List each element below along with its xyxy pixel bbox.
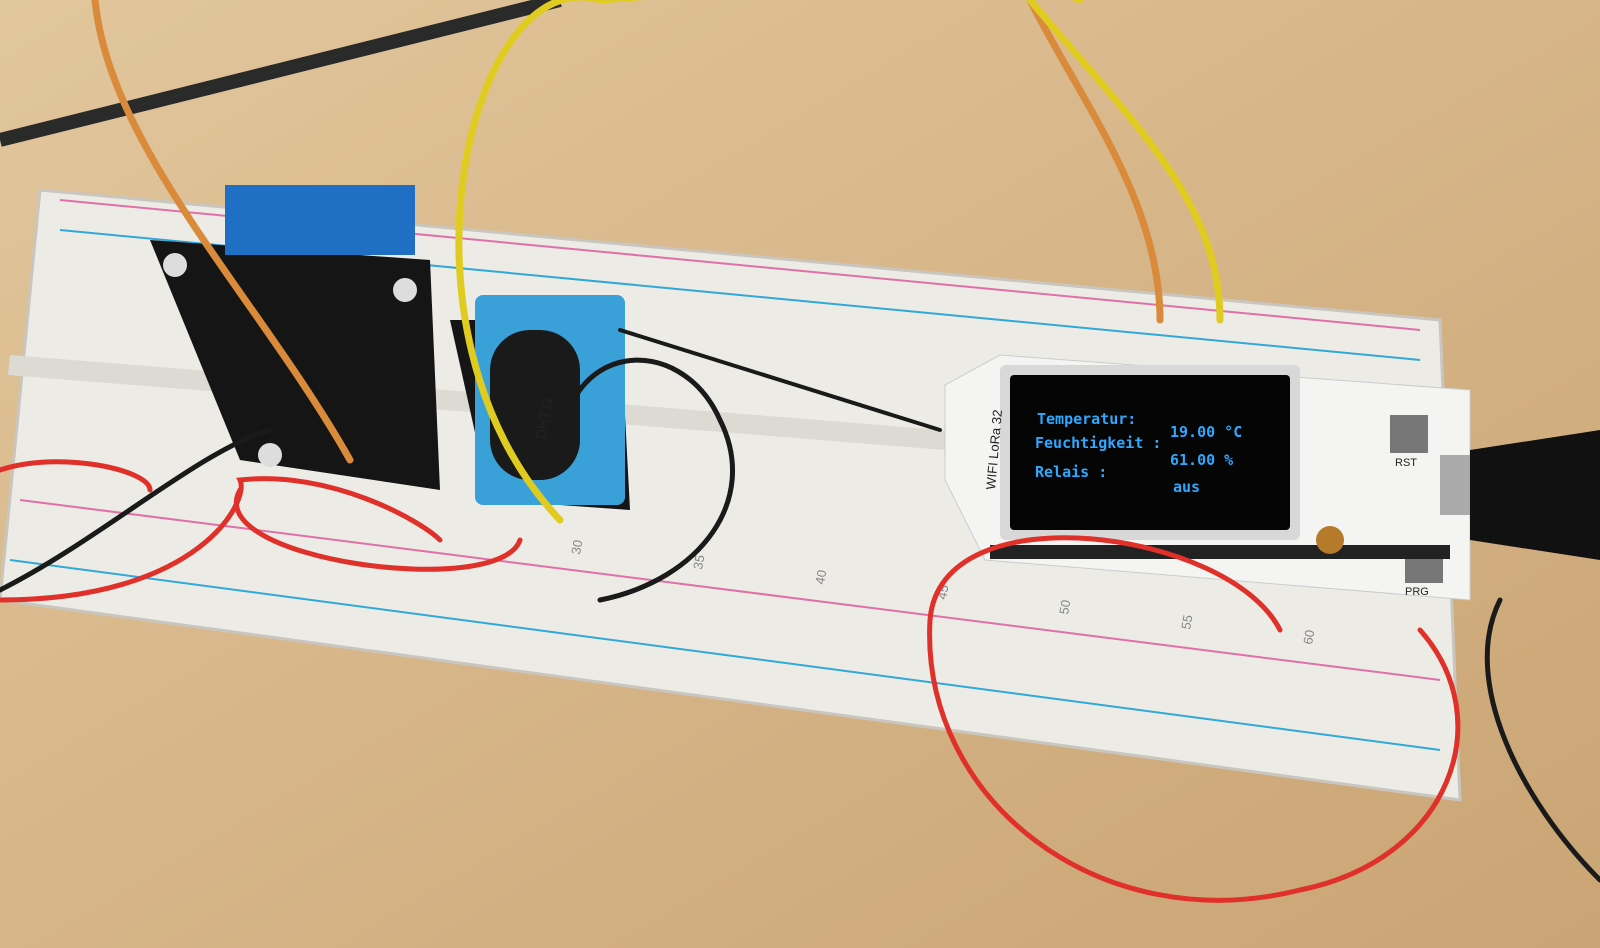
column-number: 40	[812, 569, 829, 586]
oled-display	[1010, 375, 1290, 530]
oled-humidity-label: Feuchtigkeit :	[1035, 434, 1161, 452]
column-number: 55	[1178, 614, 1195, 631]
pin-header	[990, 545, 1450, 559]
oled-relay-value: aus	[1173, 478, 1200, 496]
rst-button[interactable]	[1390, 415, 1428, 453]
column-number: 60	[1300, 629, 1317, 646]
jumper-wires	[0, 0, 1600, 903]
dht11-sensor: DHT11	[450, 295, 630, 510]
relay-module	[150, 185, 440, 490]
column-number: 50	[1056, 599, 1073, 616]
sensor-label: DHT11	[532, 395, 555, 441]
oled-relay-label: Relais :	[1035, 463, 1107, 481]
antenna-spring	[1316, 526, 1344, 554]
oled-humidity-value: 61.00 %	[1170, 451, 1233, 469]
oled-temperature-value: 19.00 °C	[1170, 423, 1242, 441]
column-number: 35	[690, 554, 707, 571]
terminal-block	[225, 185, 415, 255]
usb-cable	[1470, 430, 1600, 560]
column-number: 30	[568, 539, 585, 556]
rst-label: RST	[1395, 457, 1417, 469]
oled-temperature-label: Temperatur:	[1037, 410, 1136, 428]
background-cable	[0, 0, 562, 147]
board-label: WIFI LoRa 32	[983, 409, 1005, 490]
prg-label: PRG	[1405, 586, 1429, 598]
